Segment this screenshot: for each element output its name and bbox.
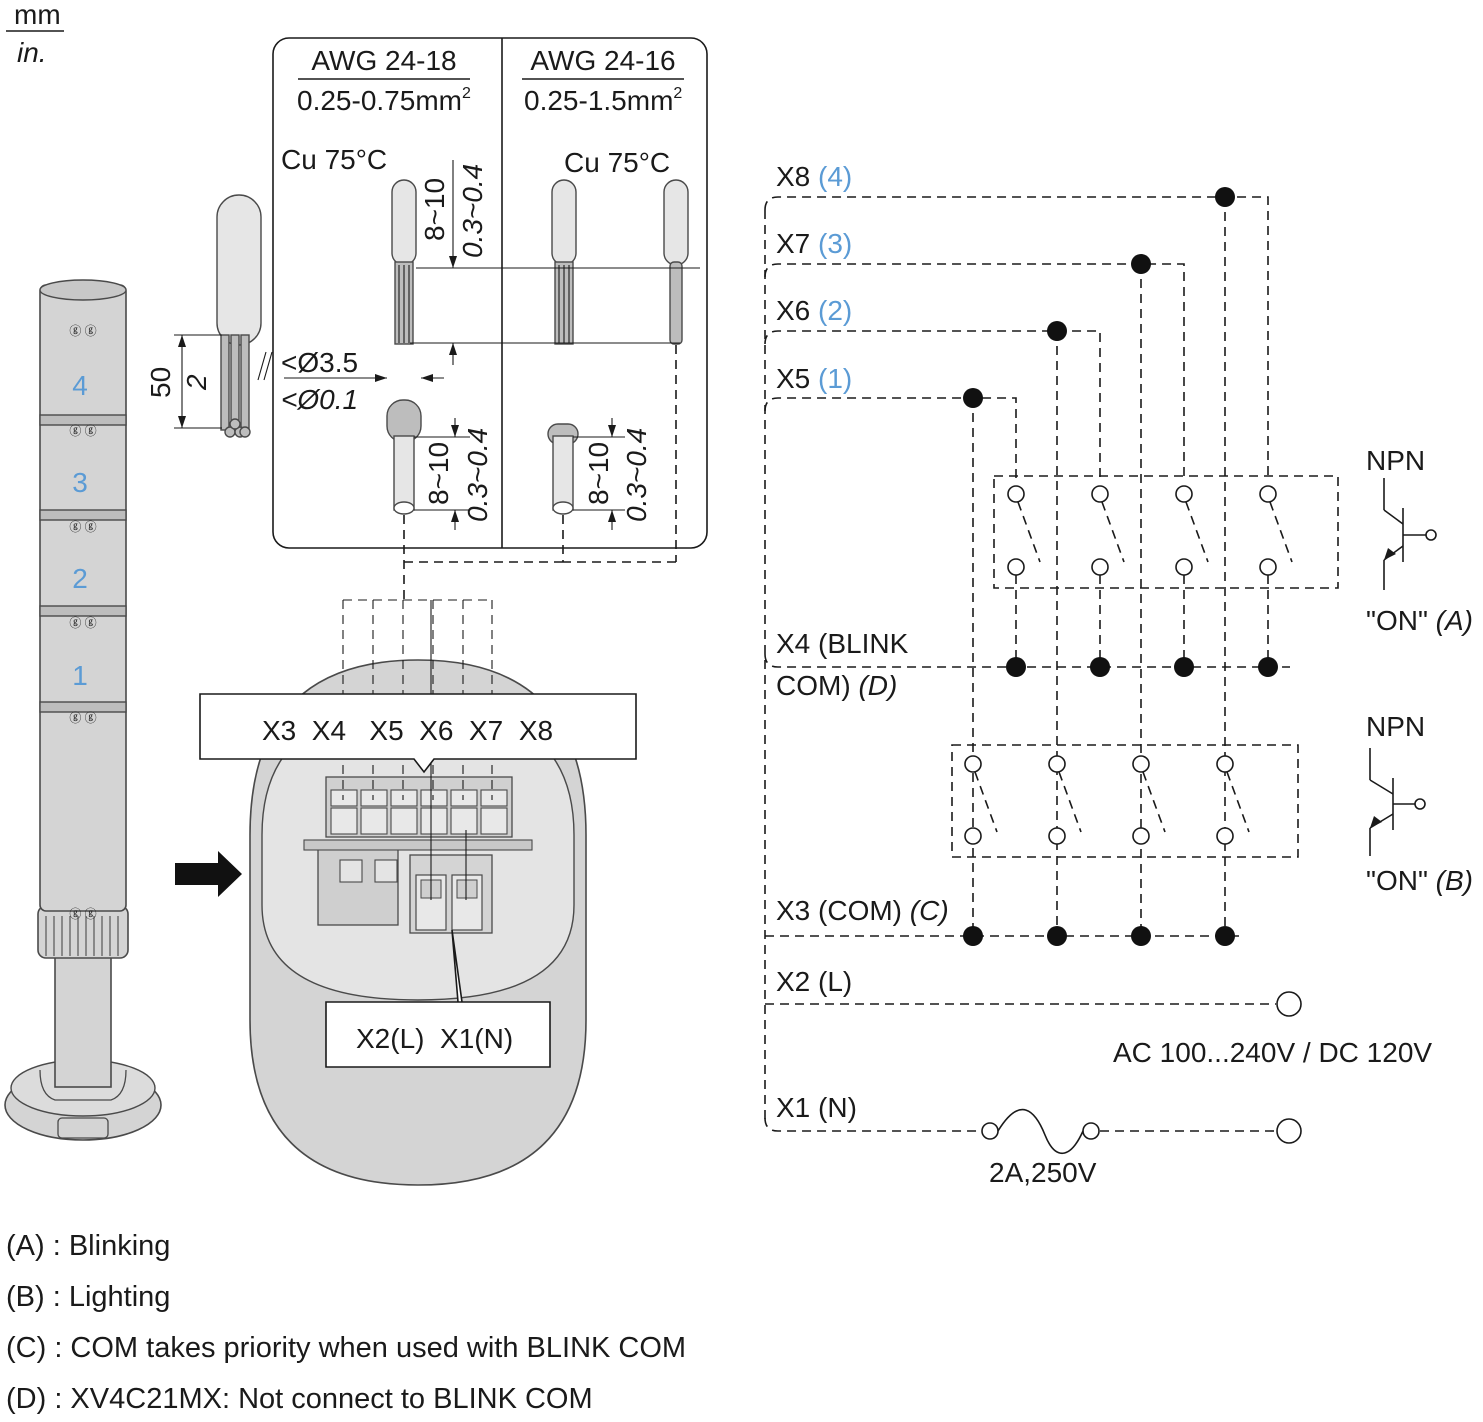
section-right: 0.25-1.5mm2 — [524, 85, 682, 116]
cu-rating-right: Cu 75°C — [564, 147, 670, 178]
blink-switch-contacts — [1007, 485, 1293, 667]
section-left: 0.25-0.75mm2 — [297, 85, 471, 116]
cable-length-mm: 50 — [145, 367, 176, 398]
unit-mm: mm — [14, 0, 61, 30]
arrow-right-icon — [175, 851, 242, 897]
x8-label: X8 (4) — [776, 161, 852, 192]
cable-icon — [216, 194, 273, 438]
svg-text:ⓖ ⓖ: ⓖ ⓖ — [69, 324, 96, 338]
junction-dots — [963, 187, 1278, 946]
dia-mm: <Ø3.5 — [281, 347, 358, 378]
x6-label: X6 (2) — [776, 295, 852, 326]
strip-mm-bottom-right: 8~10 — [583, 442, 614, 505]
x4-label-line2: COM) (D) — [776, 670, 897, 701]
lighting-switch-contacts — [964, 755, 1250, 845]
tier-label-1: 1 — [72, 660, 88, 691]
ferrule-icon — [547, 423, 579, 515]
cu-rating-left: Cu 75°C — [281, 144, 387, 175]
terminal-callout-bottom: X2(L) X1(N) — [325, 929, 551, 1068]
supply-terminal-l — [1276, 991, 1302, 1017]
svg-text:ⓖ ⓖ: ⓖ ⓖ — [69, 616, 96, 630]
strip-mm-top: 8~10 — [419, 178, 450, 241]
strip-length-dimension-bottom-right: 8~10 0.3~0.4 — [573, 418, 652, 530]
npn-transistor-icon-a: NPN — [1366, 445, 1437, 590]
unit-in: in. — [17, 37, 47, 68]
supply-terminal-n — [1276, 1118, 1302, 1144]
legend-item-d: (D) : XV4C21MX: Not connect to BLINK COM — [6, 1383, 593, 1415]
x3-label: X3 (COM) (C) — [776, 895, 949, 926]
dia-in: <Ø0.1 — [281, 384, 358, 415]
x5-label: X5 (1) — [776, 363, 852, 394]
x1-label: X1 (N) — [776, 1092, 857, 1123]
x2-label: X2 (L) — [776, 966, 852, 997]
cable-length-dimension: 50 2 — [145, 334, 222, 429]
strip-in-top: 0.3~0.4 — [457, 164, 488, 258]
npn-transistor-icon-b: NPN — [1366, 711, 1426, 856]
npn-label-a: NPN — [1366, 445, 1425, 476]
legend-item-b: (B) : Lighting — [6, 1281, 171, 1313]
terminal-callout-top: X3 X4 X5 X6 X7 X8 — [199, 693, 637, 774]
npn-label-b: NPN — [1366, 711, 1425, 742]
strip-length-dimension-top: 8~10 0.3~0.4 — [410, 160, 700, 365]
terminal-labels-top: X3 X4 X5 X6 X7 X8 — [262, 715, 553, 746]
x7-label: X7 (3) — [776, 228, 852, 259]
stranded-wire-icon — [391, 179, 417, 345]
awg-right: AWG 24-16 — [530, 45, 675, 76]
on-label-a: "ON" (A) — [1366, 605, 1473, 636]
tier-label-2: 2 — [72, 563, 88, 594]
tier-label-3: 3 — [72, 467, 88, 498]
wire-guide-lines — [342, 345, 677, 900]
x4-label-line1: X4 (BLINK — [776, 628, 909, 659]
svg-text:ⓖ ⓖ: ⓖ ⓖ — [69, 520, 96, 534]
circuit-schematic: X8 (4) X7 (3) X6 (2) X5 (1) X4 (BLINK CO… — [764, 161, 1473, 1188]
wiring-diagram: mm in. AWG 24-18 0.25-0.75mm2 AWG 24-16 … — [4, 0, 1473, 1188]
wire-spec-box: AWG 24-18 0.25-0.75mm2 AWG 24-16 0.25-1.… — [272, 37, 708, 549]
legend-item-c: (C) : COM takes priority when used with … — [6, 1332, 687, 1364]
cable-length-in: 2 — [181, 374, 212, 391]
diameter-dimension: <Ø3.5 <Ø0.1 — [281, 347, 444, 415]
stranded-wire-icon — [551, 179, 577, 345]
signal-tower-illustration: ⓖ ⓖ ⓖ ⓖ ⓖ ⓖ ⓖ ⓖ ⓖ ⓖ ⓖ ⓖ 4 3 2 1 — [4, 279, 162, 1141]
supply-voltage-label: AC 100...240V / DC 120V — [1113, 1037, 1432, 1068]
fuse-rating-label: 2A,250V — [989, 1157, 1097, 1188]
terminal-labels-bottom: X2(L) X1(N) — [356, 1023, 513, 1054]
strip-in-bottom-left: 0.3~0.4 — [462, 428, 493, 522]
fuse-icon — [981, 1108, 1100, 1154]
svg-text:ⓖ ⓖ: ⓖ ⓖ — [69, 424, 96, 438]
tier-label-4: 4 — [72, 370, 88, 401]
legend-item-a: (A) : Blinking — [6, 1230, 171, 1262]
on-label-b: "ON" (B) — [1366, 865, 1473, 896]
awg-left: AWG 24-18 — [311, 45, 456, 76]
solid-wire-icon — [663, 179, 689, 345]
strip-length-dimension-bottom: 8~10 0.3~0.4 — [414, 418, 493, 530]
svg-text:ⓖ ⓖ: ⓖ ⓖ — [69, 711, 96, 725]
strip-mm-bottom-left: 8~10 — [423, 442, 454, 505]
svg-text:ⓖ ⓖ: ⓖ ⓖ — [69, 907, 96, 921]
strip-in-bottom-right: 0.3~0.4 — [621, 428, 652, 522]
unit-label: mm in. — [6, 0, 64, 68]
ferrule-with-collar-icon — [386, 399, 422, 515]
